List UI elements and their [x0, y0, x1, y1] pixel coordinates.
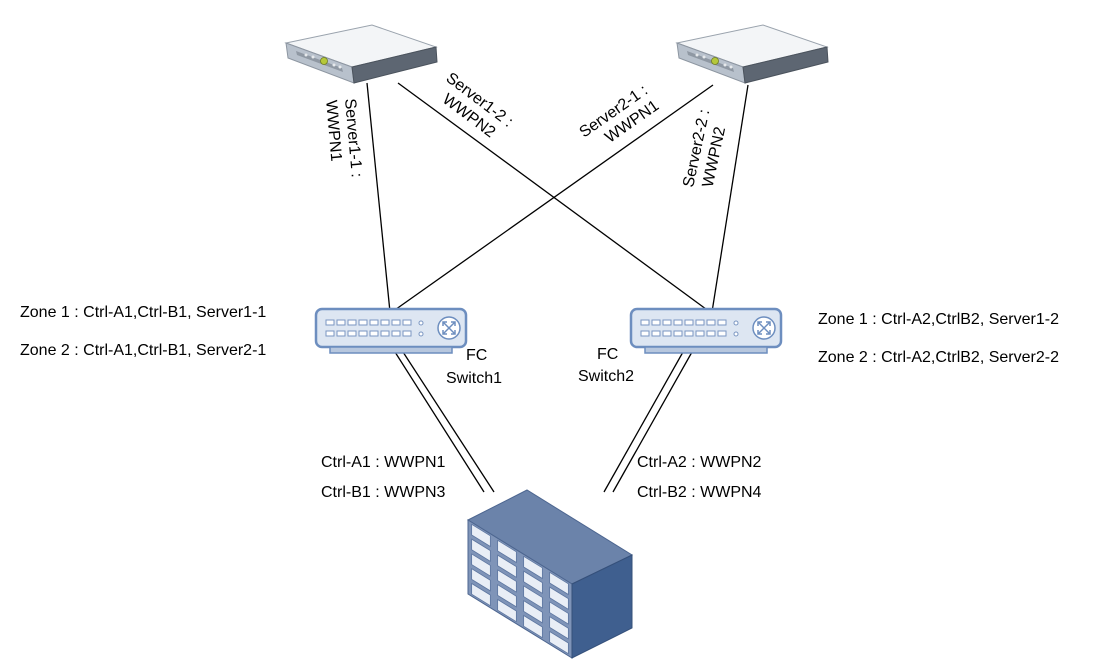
ctrl-a2-label: Ctrl-A2 : WWPN2 [637, 454, 762, 471]
drive-bay [497, 539, 517, 564]
drive-bay [549, 630, 569, 655]
link-switch1-storage-b [402, 351, 495, 493]
drive-bay [471, 567, 491, 592]
drive-bay [471, 582, 491, 607]
fc-switch1 [314, 307, 468, 354]
label-server2-2: Server2-2 : WWPN2 [680, 104, 733, 193]
drive-bay [497, 598, 517, 623]
label-server1-1: Server1-1 : WWPN1 [322, 98, 365, 184]
server-icon [675, 24, 829, 84]
storage-array-icon [466, 489, 634, 659]
drive-bay [523, 585, 543, 609]
ctrl-a1-label: Ctrl-A1 : WWPN1 [321, 454, 446, 471]
drive-bay [497, 569, 517, 593]
connections [366, 82, 749, 493]
drive-bay [523, 570, 543, 595]
drive-bay [471, 538, 491, 563]
server2 [675, 24, 829, 84]
ctrl-b1-label: Ctrl-B1 : WWPN3 [321, 484, 446, 501]
switch1-label: FC Switch1 [446, 347, 502, 387]
drive-bay [549, 586, 569, 611]
storage-array [466, 489, 634, 659]
server-icon [284, 24, 438, 84]
link-server1-switch1 [366, 82, 391, 313]
fc-switch-icon [314, 307, 468, 354]
drive-bay [471, 553, 491, 577]
label-server2-1: Server2-1 : WWPN1 [577, 79, 666, 156]
link-switch1-storage-a [394, 351, 485, 493]
drive-bay [497, 554, 517, 579]
ctrl-b2-label: Ctrl-B2 : WWPN4 [637, 484, 762, 501]
drive-bay [549, 571, 569, 596]
fc-switch-icon [629, 307, 783, 354]
server1 [284, 24, 438, 84]
label-server1-2: Server1-2 : WWPN2 [431, 70, 519, 149]
link-switch2-storage-b [612, 351, 693, 493]
link-server2-switch1 [391, 84, 714, 313]
zone-switch1-1: Zone 1 : Ctrl-A1,Ctrl-B1, Server1-1 [20, 304, 266, 321]
zone-switch2-1: Zone 1 : Ctrl-A2,CtrlB2, Server1-2 [818, 311, 1059, 328]
fc-switch2 [629, 307, 783, 354]
drive-bay [549, 615, 569, 640]
drive-bay [471, 523, 491, 548]
zone-switch1-2: Zone 2 : Ctrl-A1,Ctrl-B1, Server2-1 [20, 342, 266, 359]
link-switch2-storage-a [603, 351, 684, 493]
drive-bay [523, 614, 543, 639]
drive-bay [523, 555, 543, 580]
link-server2-switch2 [711, 84, 749, 313]
switch2-label: FC Switch2 [578, 346, 634, 385]
drive-bay [497, 583, 517, 608]
drive-bay [523, 599, 543, 624]
drive-bay [549, 601, 569, 625]
zone-switch2-2: Zone 2 : Ctrl-A2,CtrlB2, Server2-2 [818, 349, 1059, 366]
